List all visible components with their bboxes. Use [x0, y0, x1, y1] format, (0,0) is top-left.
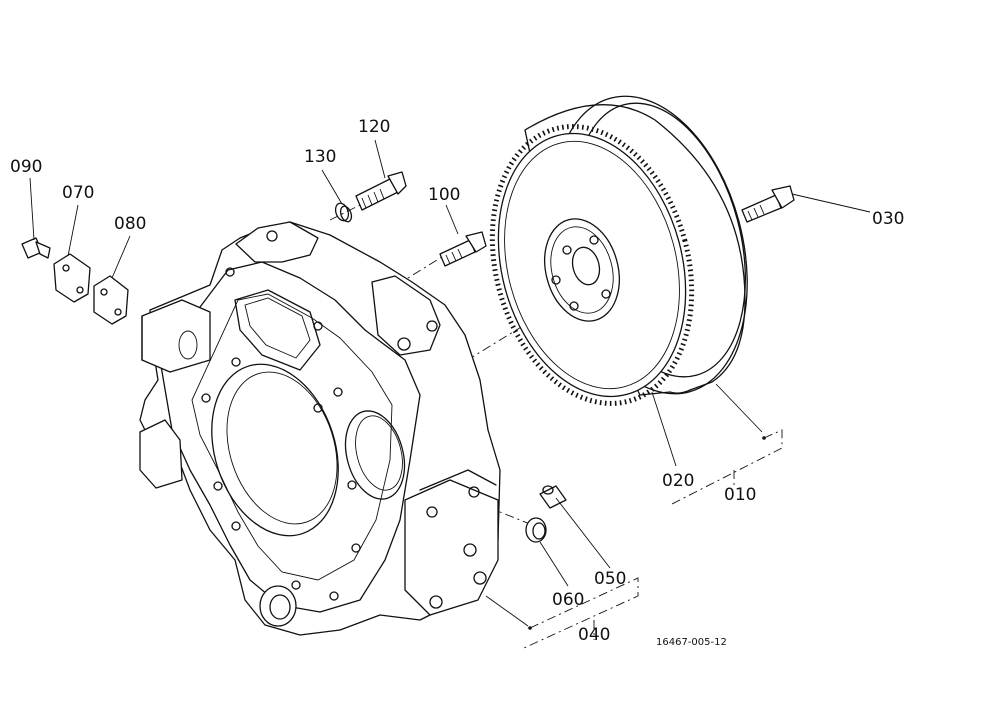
callout-050: 050: [594, 569, 626, 589]
bolt-100: [439, 231, 487, 267]
washer-130: [334, 202, 353, 223]
bracket-010: [671, 429, 783, 505]
gasket-080: [93, 275, 129, 325]
bolt-030: [741, 185, 795, 223]
callout-130: 130: [304, 147, 336, 167]
flywheel: [489, 95, 748, 406]
callout-070: 070: [62, 183, 94, 203]
callout-090: 090: [10, 157, 42, 177]
callout-010: 010: [724, 485, 756, 505]
callout-100: 100: [428, 185, 460, 205]
bracket-040: [523, 577, 639, 649]
callout-080: 080: [114, 214, 146, 234]
leader-lines: [29, 139, 871, 627]
figure-code: 16467-005-12: [656, 637, 727, 648]
callout-030: 030: [872, 209, 904, 229]
callout-labels: 090 070 080 130 120 100 030 020 010 050 …: [10, 117, 904, 648]
callout-020: 020: [662, 471, 694, 491]
callout-040: 040: [578, 625, 610, 645]
ring-gear-teeth: [489, 124, 695, 406]
plug-060: [525, 517, 547, 543]
callout-120: 120: [358, 117, 390, 137]
callout-060: 060: [552, 590, 584, 610]
bolt-090: [21, 237, 51, 259]
flywheel-housing: [139, 221, 501, 636]
dowel-pin-050: [539, 485, 567, 509]
bolt-120: [355, 171, 407, 211]
cover-plate-070: [53, 253, 91, 303]
